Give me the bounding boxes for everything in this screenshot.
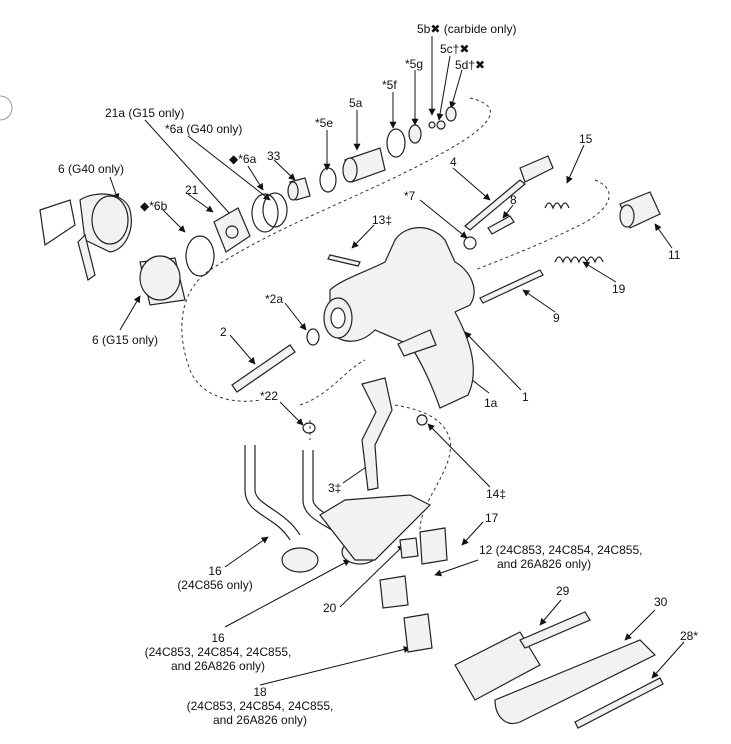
label-13: 13‡: [372, 213, 393, 227]
label-16-multi-line-1: 16: [211, 631, 225, 645]
label-22: *22: [260, 389, 279, 403]
part-6a-ring-2: [251, 193, 279, 233]
label-16-24c856: 16 (24C856 only): [155, 564, 275, 592]
label-16-24c856-line-1: 16: [208, 564, 222, 578]
part-21: [213, 207, 251, 253]
part-12: [379, 575, 409, 609]
label-5a: 5a: [349, 96, 363, 110]
parts: [39, 106, 664, 729]
label-18-line-3: and 26A826 only): [212, 713, 308, 727]
label-5f: *5f: [382, 78, 397, 92]
part-17: [419, 527, 448, 565]
part-6-g40: [39, 193, 132, 281]
part-5c: [436, 120, 446, 130]
part-6-g15: [139, 255, 186, 306]
part-14: [416, 414, 428, 426]
label-6-g15: 6 (G15 only): [92, 333, 159, 347]
label-17: 17: [485, 511, 499, 525]
label-12-line-2: and 26A826 only): [497, 557, 592, 571]
part-33: [287, 177, 311, 201]
label-5b: 5b✖ (carbide only): [417, 22, 517, 36]
part-9: [479, 269, 544, 304]
label-6-g40: 6 (G40 only): [58, 162, 125, 176]
part-bracket-plate: [319, 494, 432, 561]
leader-lines: [109, 36, 685, 686]
label-1: 1: [522, 390, 529, 404]
part-4: [464, 155, 554, 231]
part-29-tool: [454, 611, 591, 701]
label-12-line-1: 12 (24C853, 24C854, 24C855,: [479, 543, 643, 557]
label-20: 20: [323, 601, 337, 615]
part-30-wrench: [494, 639, 657, 724]
label-28: 28*: [680, 629, 699, 643]
part-5a: [342, 147, 386, 183]
label-6b: ◆*6b: [140, 199, 168, 213]
part-19: [554, 256, 604, 264]
label-16-multi-line-2: (24C853, 24C854, 24C855,: [144, 645, 292, 659]
part-1-gun-body: [323, 227, 475, 409]
label-6a-g40: *6a (G40 only): [165, 122, 243, 136]
label-30: 30: [654, 595, 668, 609]
part-11: [619, 191, 661, 229]
label-5e: *5e: [315, 116, 334, 130]
part-6a-ring-1: [262, 192, 288, 228]
label-16-multi-line-3: and 26A826 only): [170, 659, 266, 673]
label-18-line-1: 18: [253, 685, 267, 699]
label-18-line-2: (24C853, 24C854, 24C855,: [186, 699, 334, 713]
part-18: [403, 613, 433, 653]
part-15: [544, 202, 570, 210]
part-3-trigger: [361, 377, 393, 491]
label-3: 3‡: [328, 481, 342, 495]
label-19: 19: [612, 282, 626, 296]
label-1a: 1a: [484, 396, 498, 410]
part-2: [231, 344, 296, 393]
label-4: 4: [450, 155, 457, 169]
label-16-multi: 16 (24C853, 24C854, 24C855, and 26A826 o…: [128, 631, 308, 673]
label-2: 2: [220, 325, 227, 339]
label-9: 9: [553, 311, 560, 325]
label-15: 15: [579, 132, 593, 146]
part-8: [487, 215, 515, 235]
page-edge-circle: [0, 95, 13, 121]
label-2a: *2a: [265, 292, 284, 306]
label-16-24c856-line-2: (24C856 only): [177, 578, 253, 592]
part-5f: [386, 128, 406, 158]
part-5b: [428, 121, 436, 129]
part-7: [463, 236, 477, 250]
part-2a: [306, 328, 320, 346]
label-8: 8: [510, 193, 517, 207]
part-5d: [445, 106, 457, 122]
part-16-hose-left: [244, 445, 319, 573]
label-21a: 21a (G15 only): [105, 106, 185, 120]
label-7: *7: [404, 189, 416, 203]
label-21: 21: [185, 183, 199, 197]
label-18: 18 (24C853, 24C854, 24C855, and 26A826 o…: [170, 685, 350, 727]
part-5e: [319, 167, 337, 193]
label-12: 12 (24C853, 24C854, 24C855, and 26A826 o…: [479, 543, 642, 571]
label-14: 14‡: [486, 487, 507, 501]
part-22: [302, 422, 316, 434]
label-6a: ◆*6a: [229, 152, 257, 166]
label-33: 33: [267, 149, 281, 163]
label-5c: 5c†✖: [440, 42, 470, 56]
label-11: 11: [668, 248, 681, 262]
part-1a: [397, 329, 437, 357]
label-29: 29: [556, 584, 570, 598]
part-20: [399, 537, 419, 559]
label-5g: *5g: [405, 57, 424, 71]
part-6b: [185, 235, 215, 277]
part-5g: [408, 124, 422, 144]
label-5d: 5d†✖: [455, 58, 486, 72]
part-13: [327, 254, 361, 267]
part-28: [574, 677, 664, 729]
